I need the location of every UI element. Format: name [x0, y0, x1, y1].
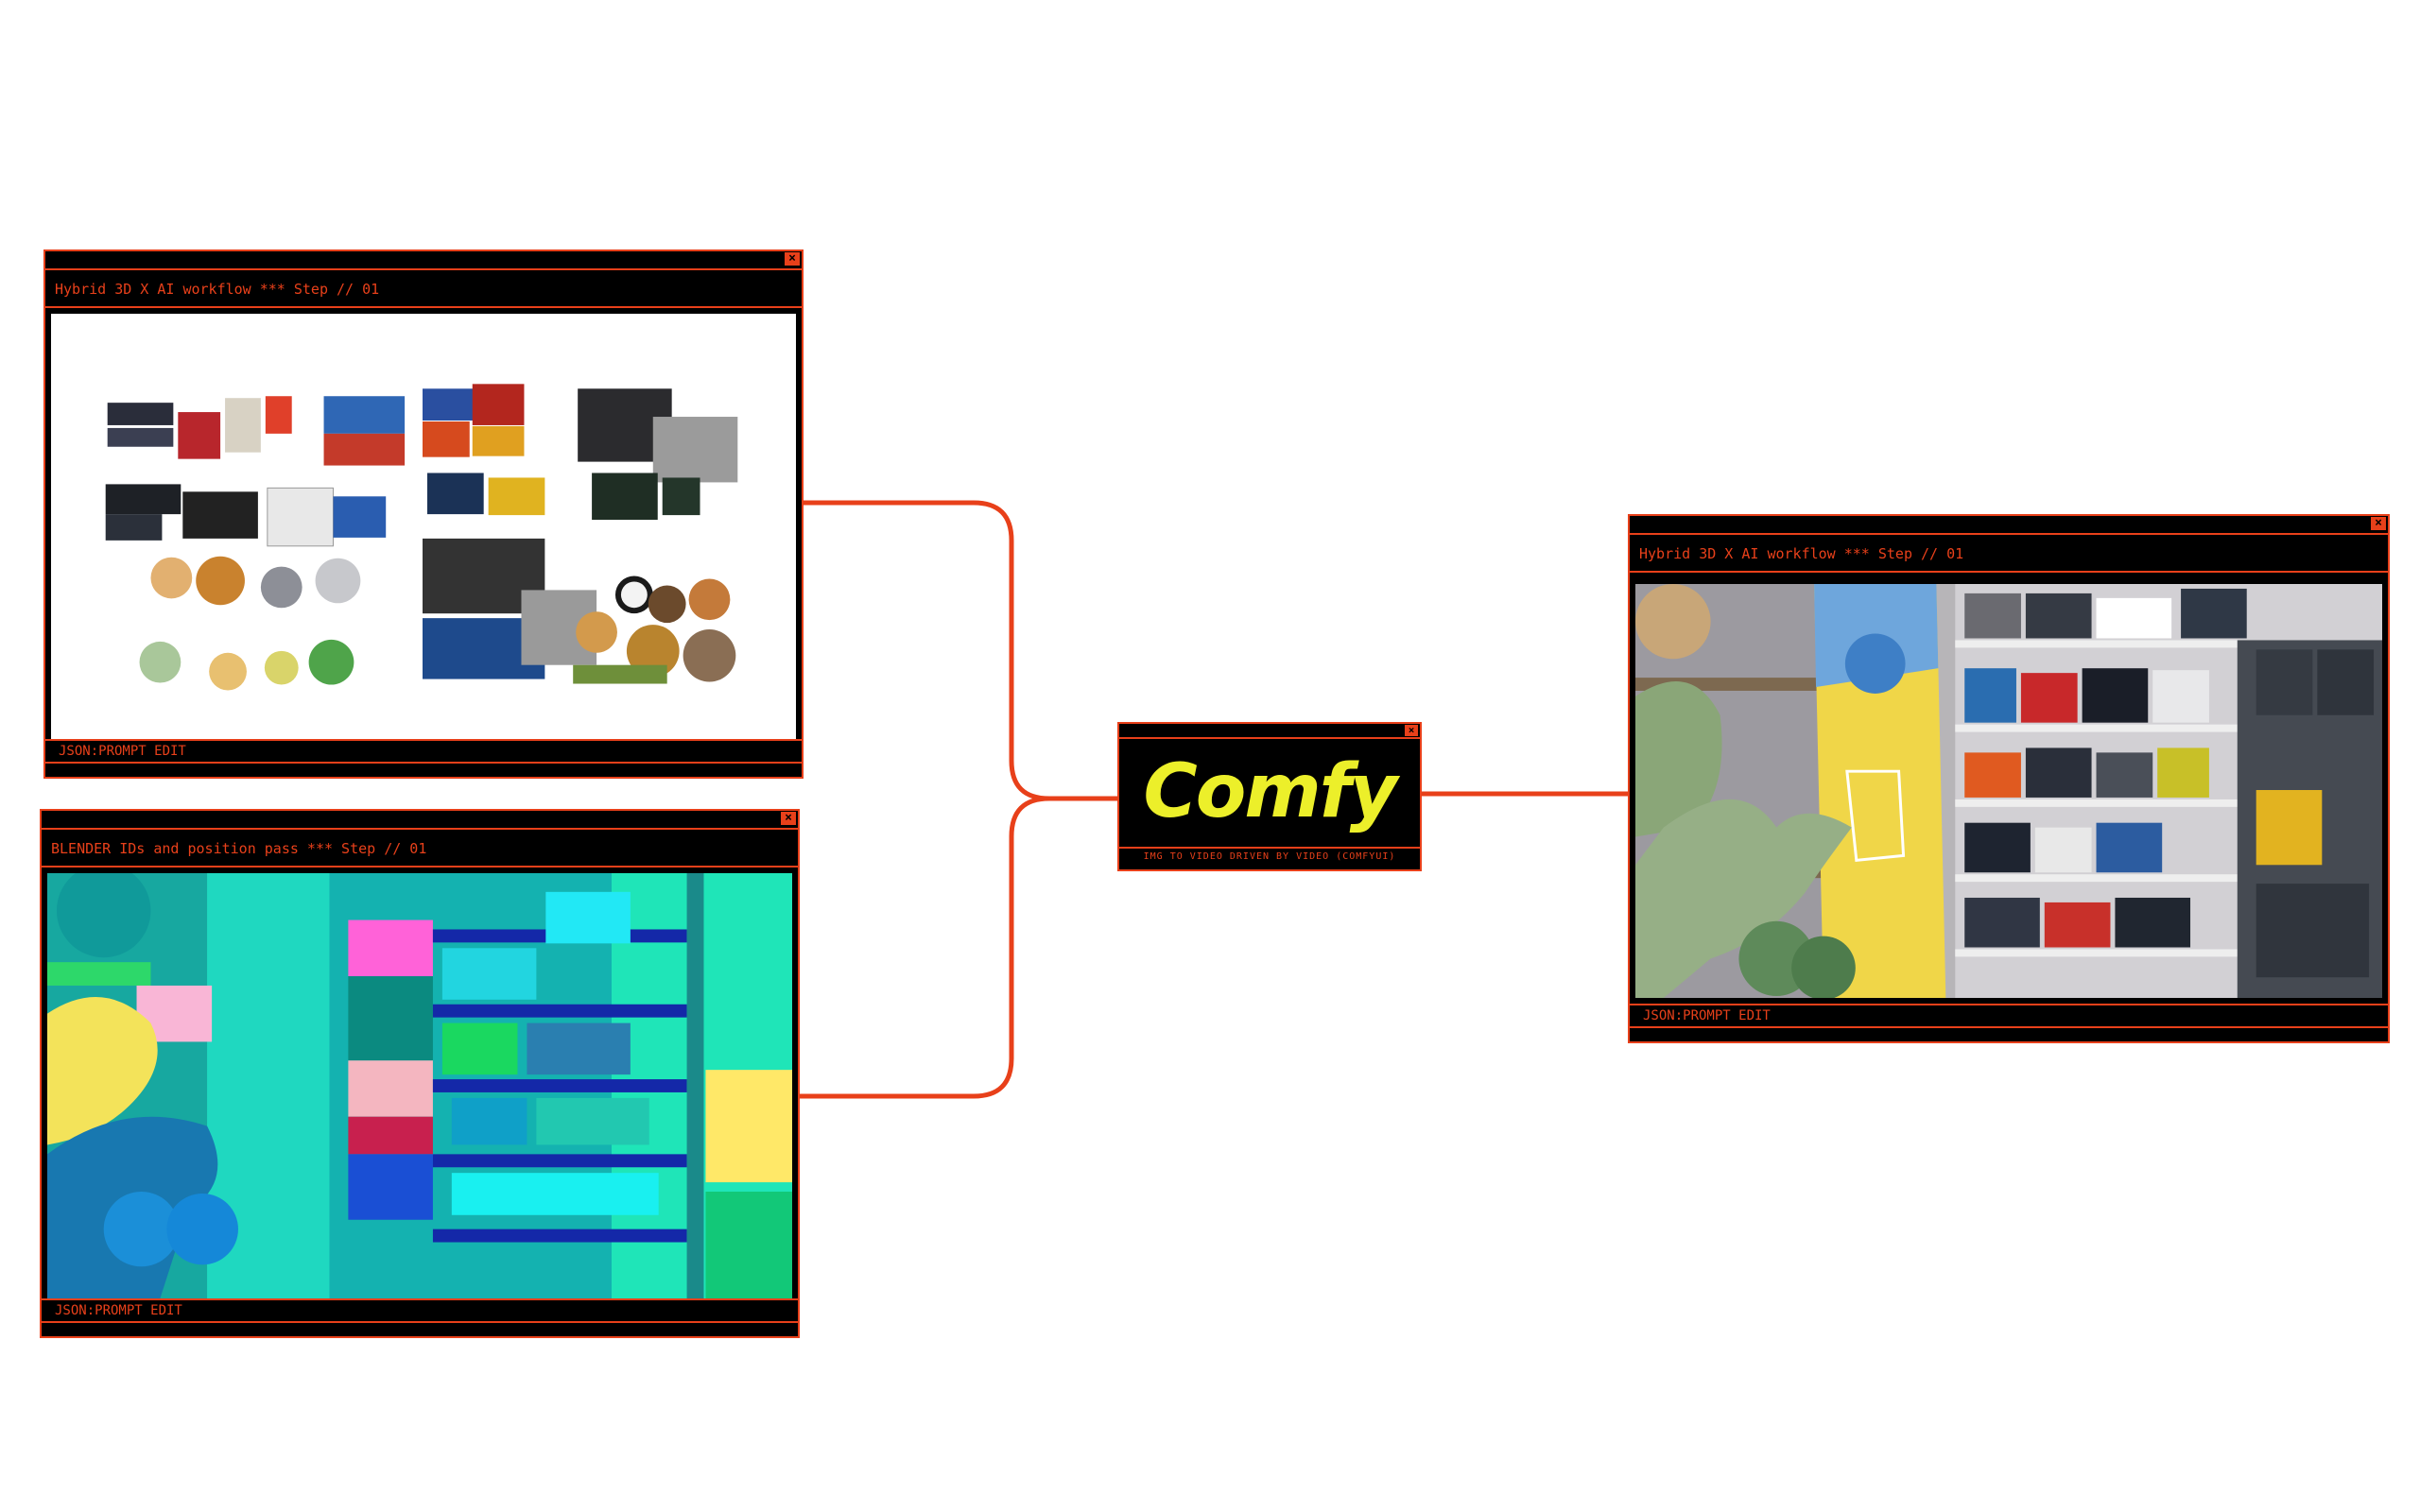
window-hybrid-workflow-output[interactable]: × Hybrid 3D X AI workflow *** Step // 01 — [1628, 514, 2390, 1043]
node-caption: IMG TO VIDEO DRIVEN BY VIDEO (COMFYUI) — [1119, 847, 1420, 866]
comfy-logo: Comfy — [1143, 749, 1398, 834]
close-icon[interactable]: × — [2371, 517, 2386, 530]
window-title: BLENDER IDs and position pass *** Step /… — [42, 830, 798, 868]
window-titlebar[interactable]: × — [1630, 516, 2388, 535]
toy-store-video-frame — [1635, 584, 2382, 998]
window-titlebar[interactable]: × — [45, 251, 802, 270]
connector-win2-to-comfy — [797, 796, 1120, 1099]
window-title: Hybrid 3D X AI workflow *** Step // 01 — [45, 270, 802, 308]
close-icon[interactable]: × — [781, 812, 796, 825]
comfyui-node[interactable]: × Comfy IMG TO VIDEO DRIVEN BY VIDEO (CO… — [1117, 722, 1422, 871]
blender-id-pass-image — [47, 873, 792, 1298]
window-titlebar[interactable]: × — [42, 811, 798, 830]
json-prompt-edit-bar[interactable]: JSON:PROMPT EDIT — [42, 1298, 798, 1323]
close-icon[interactable]: × — [1405, 725, 1418, 736]
window-title: Hybrid 3D X AI workflow *** Step // 01 — [1630, 535, 2388, 573]
close-icon[interactable]: × — [785, 252, 800, 266]
window-blender-id-pass[interactable]: × BLENDER IDs and position pass *** Step… — [40, 809, 800, 1338]
node-titlebar[interactable]: × — [1119, 724, 1420, 739]
json-prompt-edit-bar[interactable]: JSON:PROMPT EDIT — [1630, 1004, 2388, 1028]
connector-win1-to-comfy — [801, 500, 1120, 801]
window-hybrid-workflow-input[interactable]: × Hybrid 3D X AI workflow *** Step // 01 — [43, 249, 804, 779]
toy-products-image — [51, 314, 796, 739]
json-prompt-edit-bar[interactable]: JSON:PROMPT EDIT — [45, 739, 802, 764]
